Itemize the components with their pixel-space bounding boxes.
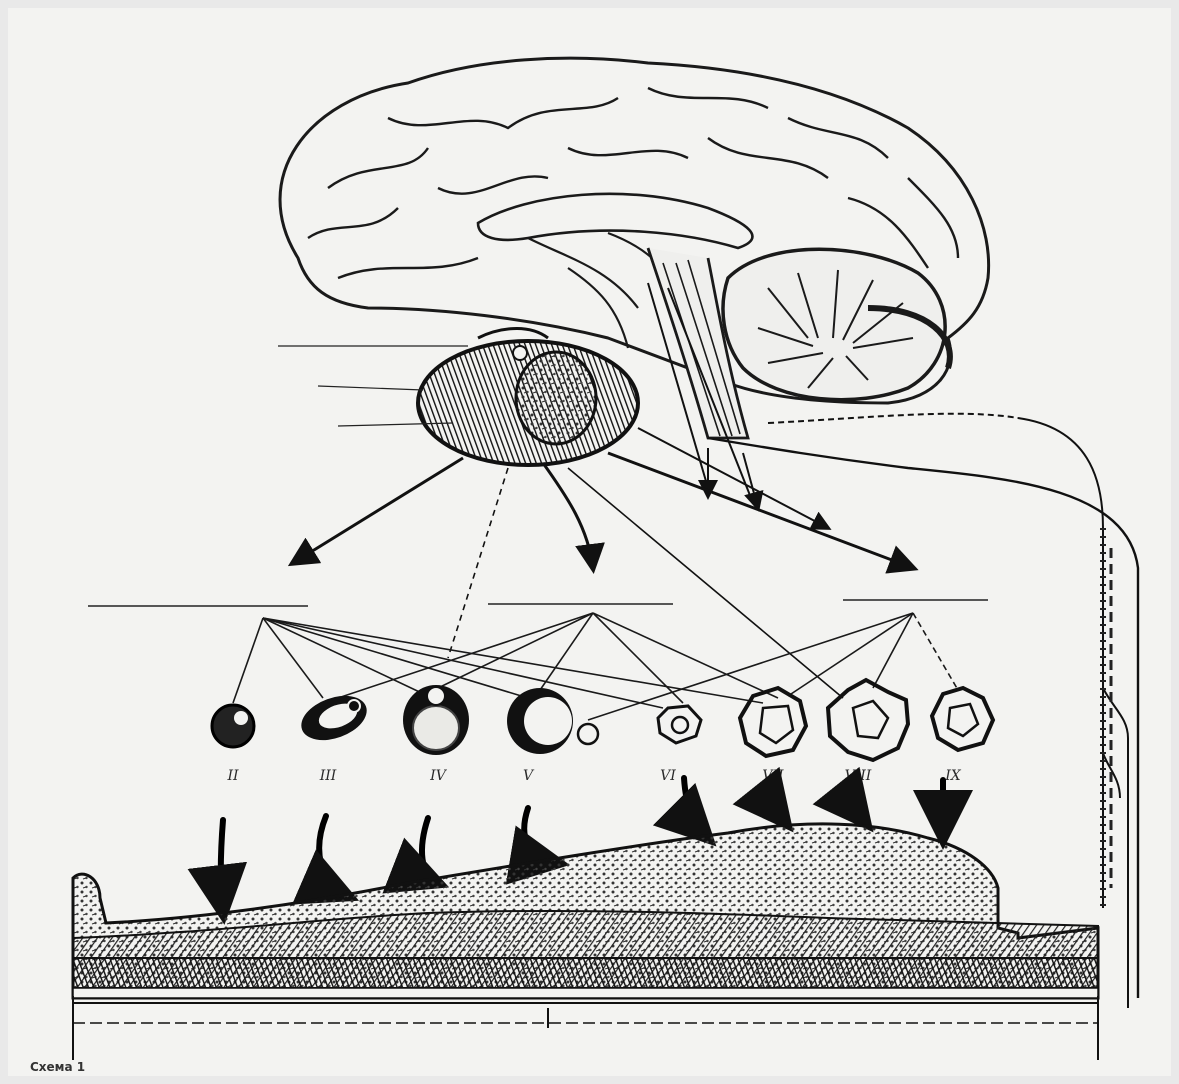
follicle-numeral: VI	[660, 768, 676, 784]
brain	[280, 58, 989, 438]
corpus-luteum-1	[658, 706, 701, 743]
follicle-3	[403, 685, 469, 755]
hormone-arrows	[293, 453, 913, 698]
hormone-labels	[88, 600, 988, 606]
corpus-luteum-3	[828, 680, 908, 760]
follicle-4	[507, 688, 598, 754]
corpus-luteum-2	[740, 688, 806, 756]
follicle-numeral: V	[523, 768, 535, 784]
follicle-numeral: II	[226, 768, 239, 784]
follicle-2	[295, 688, 373, 749]
follicle-numeral: IV	[429, 768, 448, 784]
endometrium-section	[73, 824, 1098, 1060]
follicle-numeral: VIII	[845, 768, 872, 784]
follicle-numeral: III	[319, 768, 337, 784]
follicle-1	[212, 705, 254, 747]
figure-caption: Схема 1	[30, 1060, 85, 1074]
ovarian-follicles	[212, 680, 993, 760]
follicle-numeral: IX	[944, 768, 962, 784]
follicle-numeral: VII	[762, 768, 784, 784]
pituitary-gland	[418, 329, 638, 465]
side-scale	[1103, 528, 1111, 908]
corpus-luteum-4	[932, 688, 993, 750]
